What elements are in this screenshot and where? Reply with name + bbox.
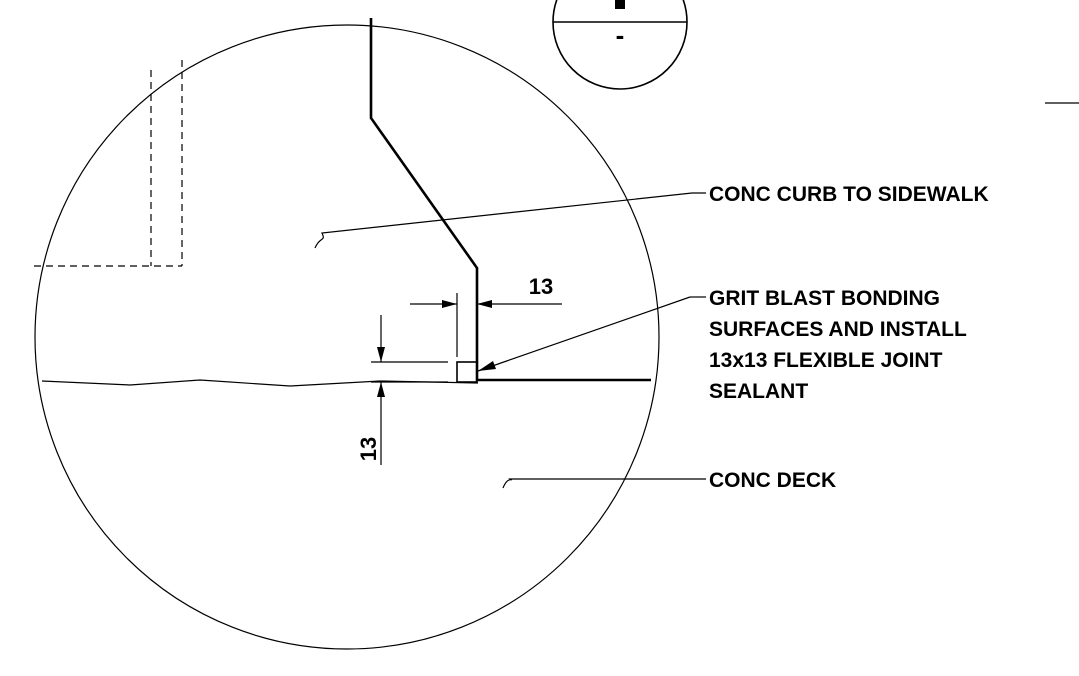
deck-break-line [41,379,479,387]
callout-curb: CONC CURB TO SIDEWALK [709,183,989,206]
vertical-dimension: 13 [356,315,448,465]
sealant-leader [477,296,706,372]
curb-leader [314,192,706,249]
detail-circle [34,24,660,650]
hidden-lines [34,60,183,267]
section-marker-top-stub [615,0,625,9]
callout-deck: CONC DECK [709,469,836,492]
dimension-vertical-value: 13 [356,437,381,461]
curb-profile [369,18,651,382]
section-marker-bottom-label: - [616,20,625,50]
callout-sealant-line-2: SURFACES AND INSTALL [709,318,967,341]
horizontal-dimension: 13 [410,274,562,357]
section-marker: - [552,0,688,90]
callout-sealant-line-1: GRIT BLAST BONDING [709,287,940,310]
callout-sealant-line-4: SEALANT [709,380,808,403]
deck-leader [502,478,706,489]
dimension-horizontal-value: 13 [529,274,553,299]
callout-sealant-line-3: 13x13 FLEXIBLE JOINT [709,349,943,372]
sealant-joint [456,361,478,383]
